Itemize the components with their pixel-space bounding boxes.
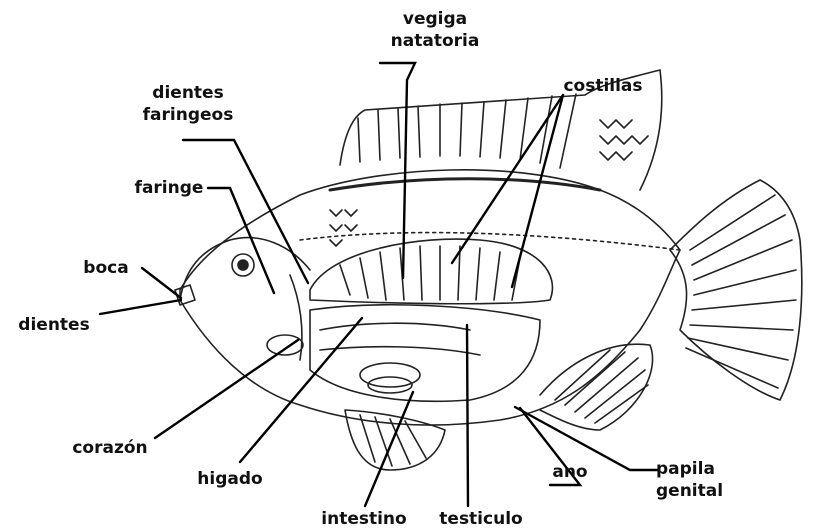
label-papila-line2: genital [656,480,742,502]
label-faringe: faringe [128,177,210,199]
label-dientes-faringeos: dientes faringeos [128,82,248,126]
heart-shape [267,335,303,355]
label-boca: boca [76,257,136,279]
label-dientes-far-line2: faringeos [128,104,248,126]
leader-vejiga [380,63,415,278]
leader-boca [142,268,181,298]
label-vejiga-natatoria: vegiga natatoria [380,8,490,52]
label-dientes: dientes [8,314,100,336]
label-vejiga-line2: natatoria [380,30,490,52]
leader-intestino [365,392,413,506]
leader-testiculo [467,325,468,506]
label-vejiga-line1: vegiga [380,8,490,30]
anal-fin [540,344,653,430]
label-higado: higado [188,468,272,490]
gut-region [310,305,540,401]
label-costillas: costillas [553,75,653,97]
label-papila-line1: papila [656,458,742,480]
tail-fin [670,180,802,400]
label-testiculo: testiculo [428,508,534,530]
label-intestino: intestino [312,508,416,530]
label-ano: ano [548,461,592,483]
label-papila-genital: papila genital [656,458,742,502]
leader-dientes [100,300,181,314]
leader-faringe [208,188,274,293]
leader-corazon [155,340,298,438]
label-dientes-far-line1: dientes [128,82,248,104]
label-corazon: corazón [62,437,158,459]
